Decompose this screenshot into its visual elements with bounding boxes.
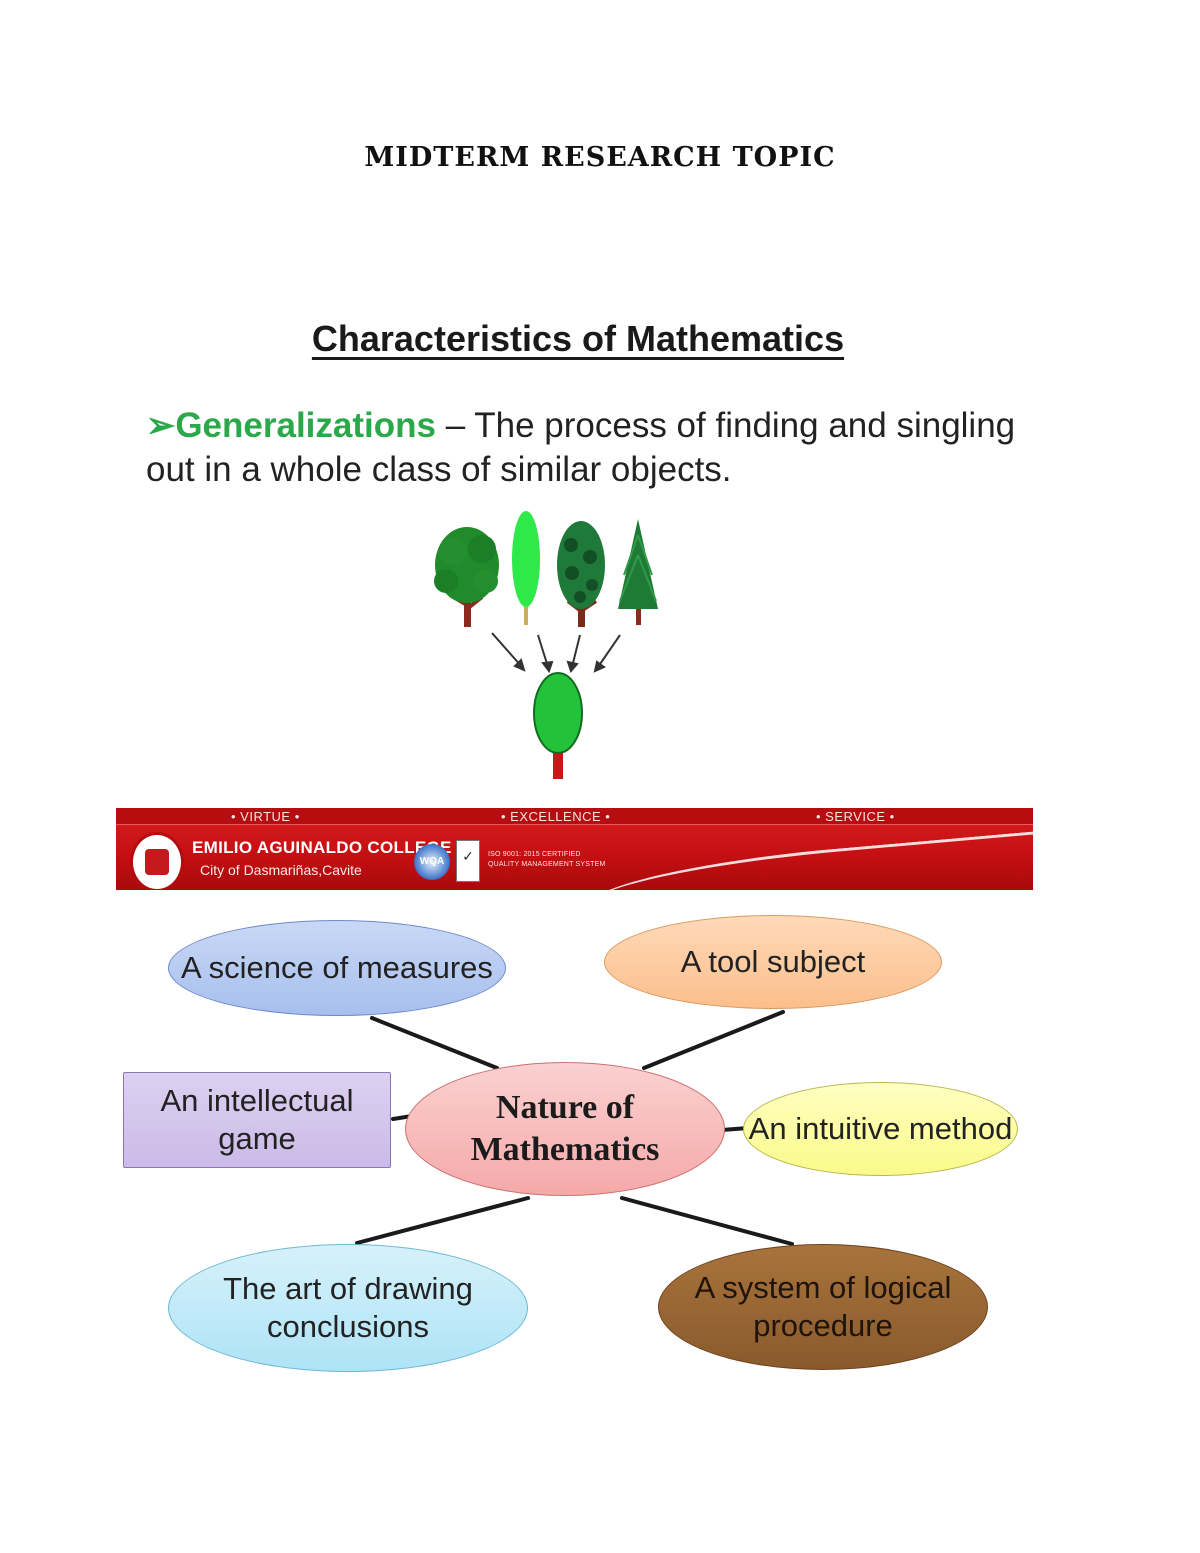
document-title: MIDTERM RESEARCH TOPIC [364,142,836,173]
college-banner: • VIRTUE • • EXCELLENCE • • SERVICE • EM… [116,808,1033,890]
wqa-badge-icon: WQA [414,844,450,880]
leafy-tree-icon [434,527,499,627]
connector-art [355,1196,530,1245]
node-art-of-drawing-conclusions: The art of drawing conclusions [168,1244,528,1372]
motto-virtue: • VIRTUE • [231,809,300,824]
connector-science [370,1016,499,1070]
node-science-of-measures: A science of measures [168,920,506,1016]
generalizations-definition: – The process of finding and singling ou… [146,406,1016,489]
iso-certification-text: ISO 9001: 2015 CERTIFIED QUALITY MANAGEME… [488,850,606,870]
iso-line-1: ISO 9001: 2015 CERTIFIED [488,851,581,858]
node-intuitive-method: An intuitive method [743,1082,1018,1176]
motto-service: • SERVICE • [816,809,895,824]
certification-badge-icon: ✓ [456,840,480,882]
motto-excellence: • EXCELLENCE • [501,809,611,824]
poplar-tree-icon [512,511,540,625]
node-intellectual-game: An intellectual game [123,1072,391,1168]
spotted-tree-icon [557,521,605,627]
college-seal-icon [130,832,184,890]
connector-system [620,1196,794,1246]
node-system-of-logical-procedure: A system of logical procedure [658,1244,988,1370]
slide-title: Characteristics of Mathematics [311,318,845,359]
node-tool-subject: A tool subject [604,915,942,1009]
college-city: City of Dasmariñas,Cavite [200,862,362,878]
college-name: EMILIO AGUINALDO COLLEGE [192,838,452,857]
connector-tool [642,1010,785,1070]
node-nature-of-mathematics: Nature of Mathematics [405,1062,725,1196]
iso-line-2: QUALITY MANAGEMENT SYSTEM [488,861,606,868]
generalizations-term: Generalizations [175,406,436,445]
arrow-bullet-icon: ➢ [146,406,176,445]
generalized-tree-icon [533,672,583,779]
conifer-tree-icon [618,519,658,625]
converging-arrows [491,632,621,674]
generalization-trees-illustration [434,511,658,779]
motto-stripe [116,808,1033,825]
generalizations-paragraph: ➢Generalizations – The process of findin… [146,404,1046,492]
